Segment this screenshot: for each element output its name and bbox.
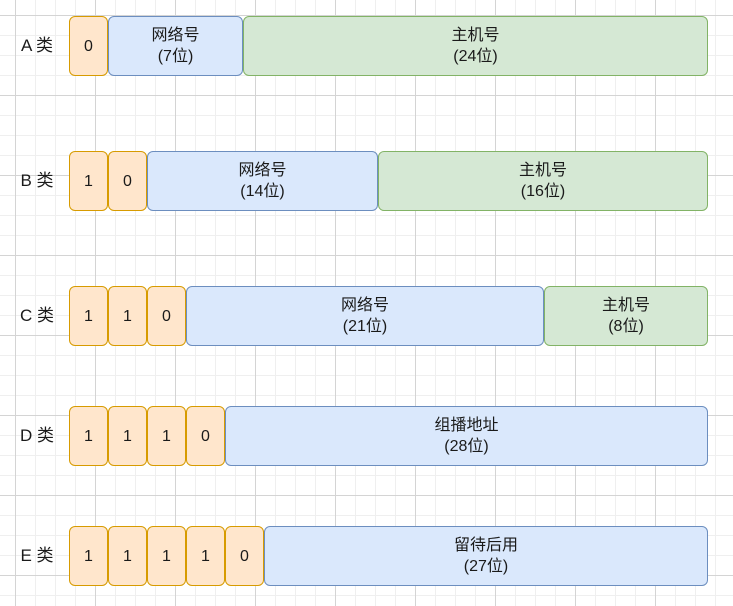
bit-value: 1 (84, 427, 93, 445)
class-b-host-field: 主机号 (16位) (378, 151, 708, 211)
field-name: 留待后用 (453, 537, 518, 554)
bit-value: 1 (123, 307, 132, 325)
bit-value: 1 (123, 427, 132, 445)
class-e-network-field: 留待后用 (27位) (264, 526, 708, 586)
field-bit-count: (24位) (453, 48, 498, 65)
class-d-prefix-bit-2: 1 (108, 406, 147, 466)
field-name: 网络号 (151, 27, 200, 44)
class-e-prefix-bit-1: 1 (69, 526, 108, 586)
class-c-host-field: 主机号 (8位) (544, 286, 708, 346)
field-name: 主机号 (518, 162, 567, 179)
field-bit-count: (7位) (157, 48, 194, 65)
class-c-prefix-bit-1: 1 (69, 286, 108, 346)
class-d-prefix-bit-4: 0 (186, 406, 225, 466)
field-bit-count: (14位) (240, 183, 285, 200)
field-name: 主机号 (601, 297, 650, 314)
class-b-prefix-bit-2: 0 (108, 151, 147, 211)
class-a-host-field: 主机号 (24位) (243, 16, 708, 76)
class-b-network-field: 网络号 (14位) (147, 151, 378, 211)
bit-value: 1 (84, 547, 93, 565)
row-label-class-c: C 类 (20, 306, 54, 325)
bit-value: 0 (240, 547, 249, 565)
row-label-class-d: D 类 (20, 426, 54, 445)
field-bit-count: (28位) (444, 438, 489, 455)
class-a-network-field: 网络号 (7位) (108, 16, 243, 76)
bit-value: 1 (201, 547, 210, 565)
class-d-network-field: 组播地址 (28位) (225, 406, 708, 466)
bit-value: 1 (162, 547, 171, 565)
bit-value: 1 (123, 547, 132, 565)
bit-value: 1 (162, 427, 171, 445)
field-bit-count: (27位) (463, 558, 509, 575)
field-bit-count: (16位) (520, 183, 566, 200)
class-c-prefix-bit-2: 1 (108, 286, 147, 346)
row-label-class-a: A 类 (20, 36, 54, 55)
field-name: 网络号 (238, 162, 287, 179)
field-bit-count: (21位) (342, 318, 388, 335)
field-name: 组播地址 (434, 417, 499, 434)
class-c-prefix-bit-3: 0 (147, 286, 186, 346)
class-d-prefix-bit-3: 1 (147, 406, 186, 466)
row-label-class-e: E 类 (20, 546, 54, 565)
field-bit-count: (8位) (608, 318, 644, 335)
class-e-prefix-bit-2: 1 (108, 526, 147, 586)
class-e-prefix-bit-3: 1 (147, 526, 186, 586)
row-label-class-b: B 类 (20, 171, 54, 190)
class-d-prefix-bit-1: 1 (69, 406, 108, 466)
bit-value: 0 (162, 307, 171, 325)
class-c-network-field: 网络号 (21位) (186, 286, 544, 346)
class-e-prefix-bit-5: 0 (225, 526, 264, 586)
field-name: 主机号 (451, 27, 500, 44)
bit-value: 0 (201, 427, 210, 445)
bit-value: 0 (84, 37, 93, 55)
class-a-prefix-bit-1: 0 (69, 16, 108, 76)
bit-value: 1 (84, 307, 93, 325)
field-name: 网络号 (340, 297, 389, 314)
class-e-prefix-bit-4: 1 (186, 526, 225, 586)
bit-value: 0 (123, 172, 132, 190)
bit-value: 1 (84, 172, 93, 190)
class-b-prefix-bit-1: 1 (69, 151, 108, 211)
